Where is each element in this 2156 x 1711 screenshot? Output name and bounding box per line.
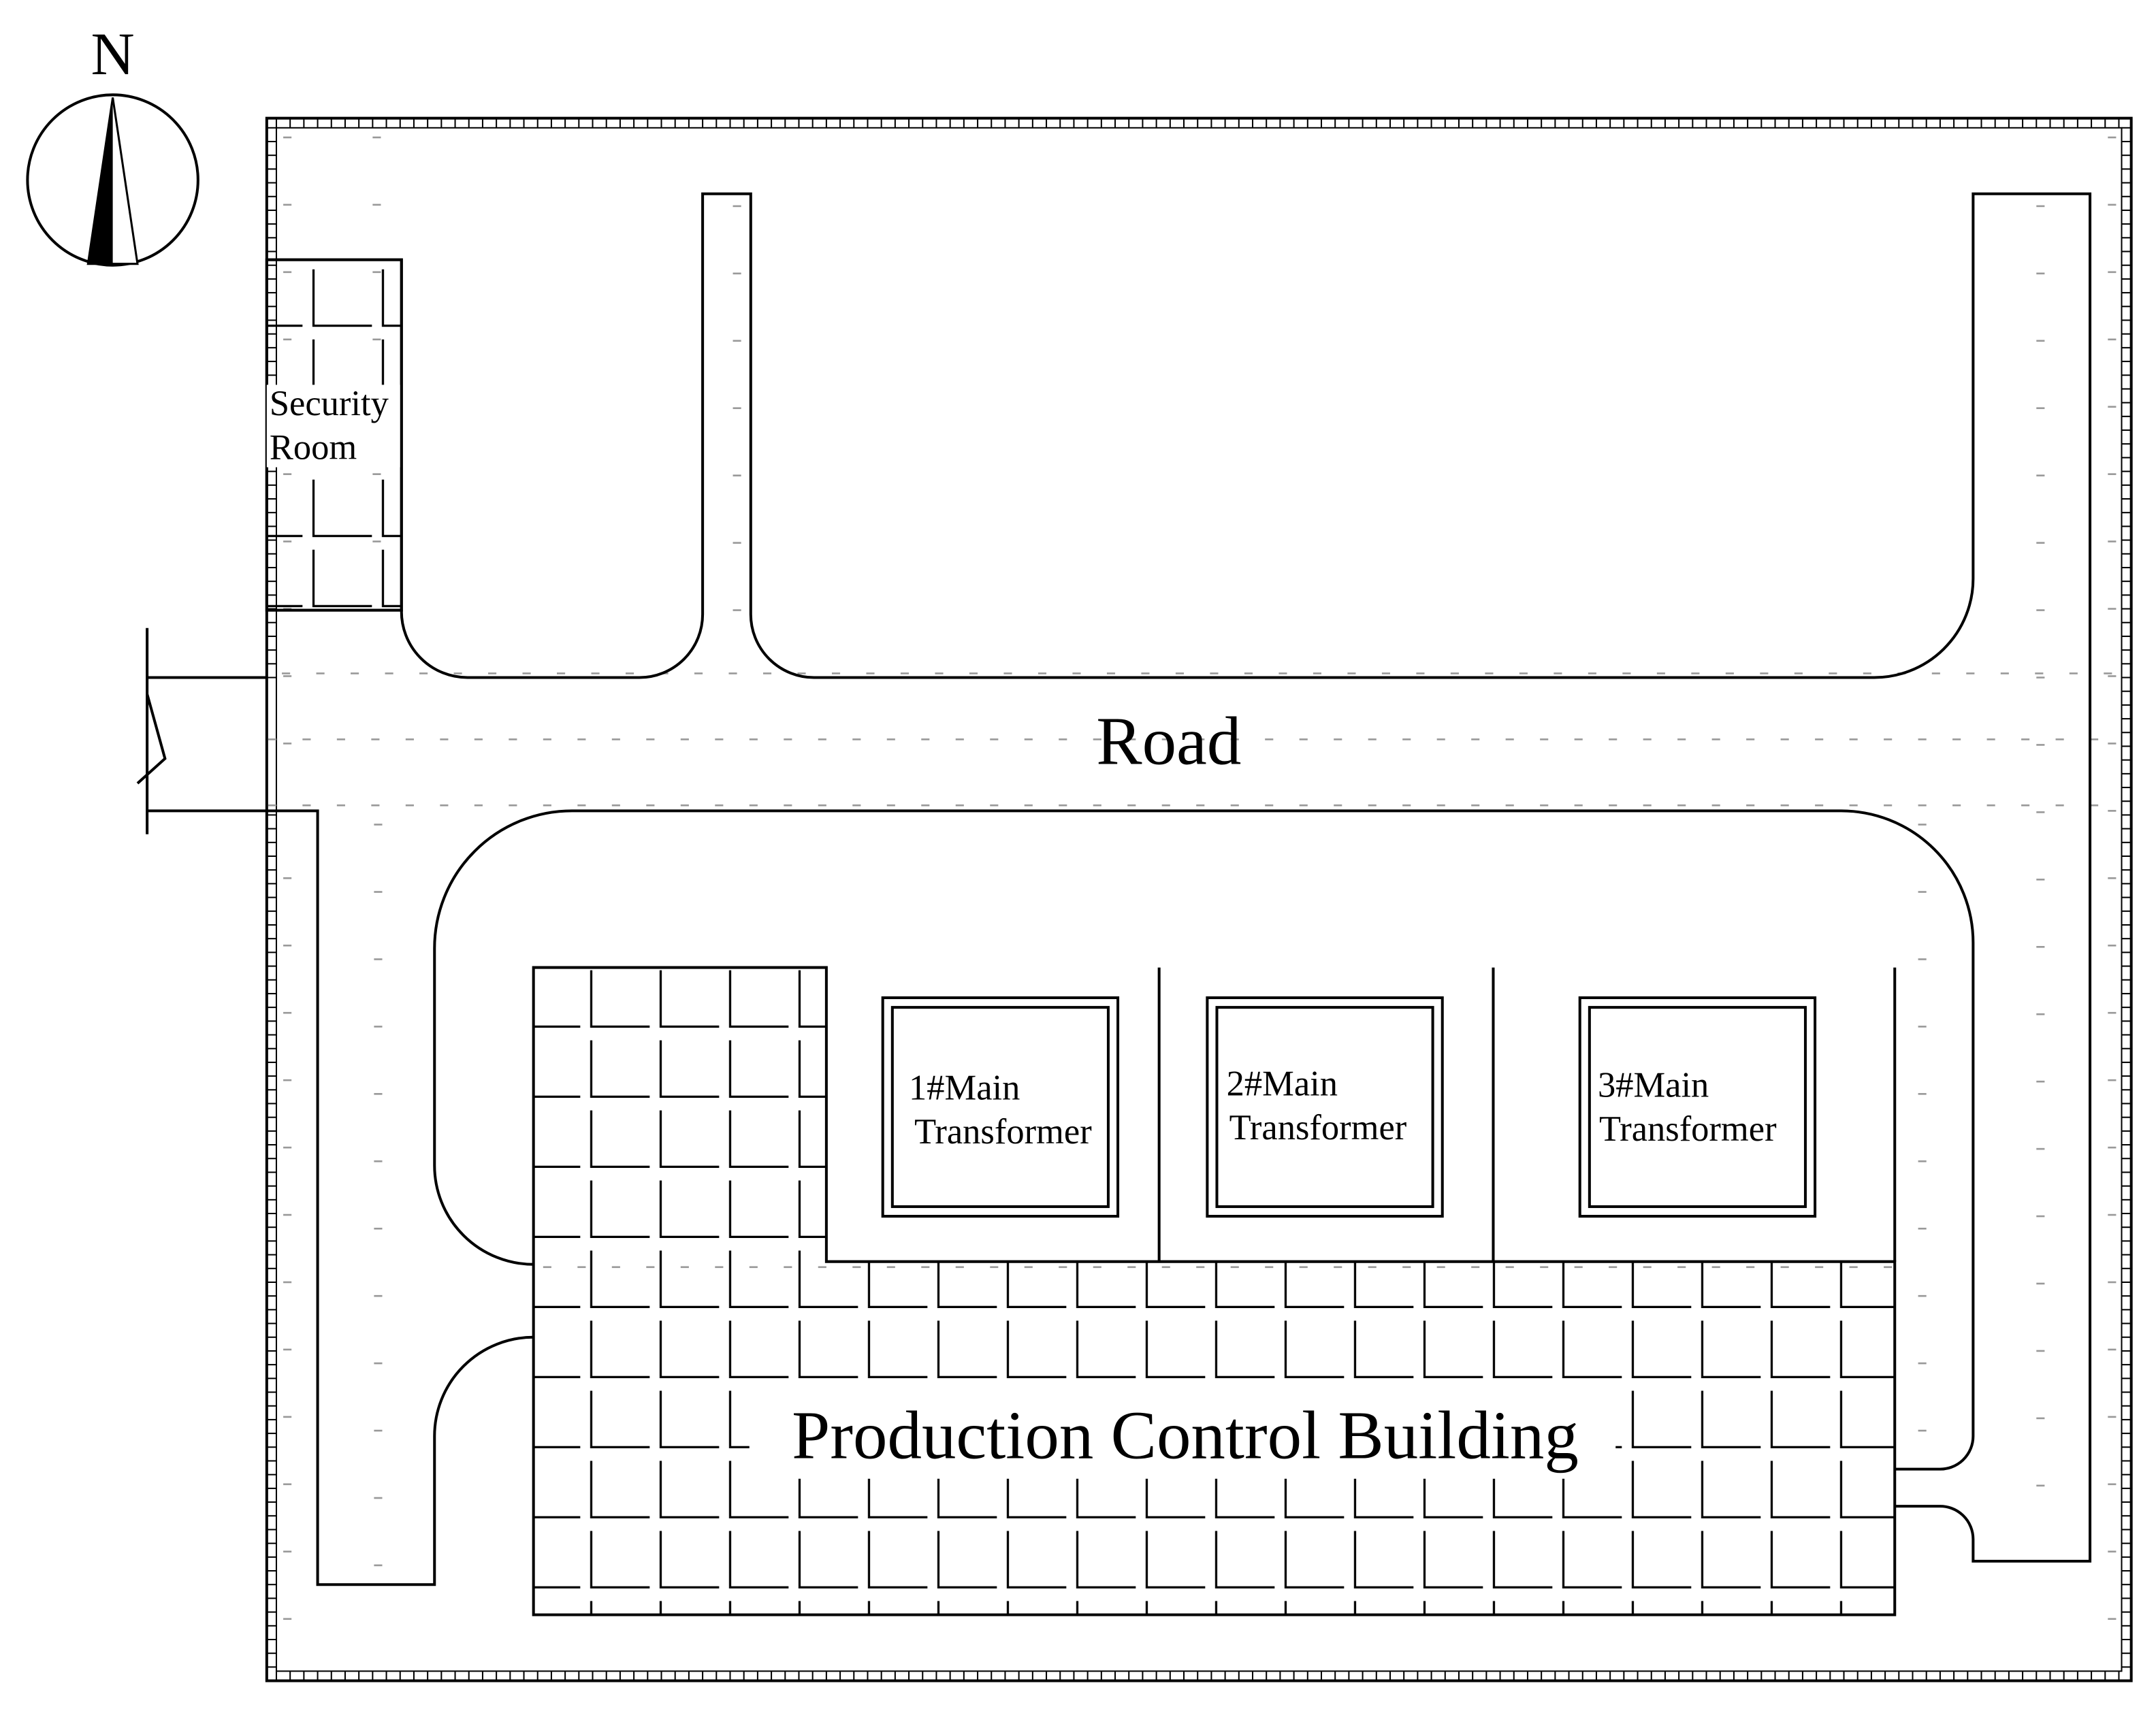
transformer-1-label-line1: 1#Main — [909, 1068, 1020, 1107]
road-label: Road — [1096, 703, 1241, 779]
road-edge-west-branch — [266, 809, 534, 1586]
production-control-building: Production Control Building — [532, 966, 1897, 1616]
security-room: Security Room — [265, 258, 403, 612]
security-room-label-line2: Room — [270, 427, 357, 467]
road-edge-north — [400, 192, 2092, 1563]
road-edge-south-inner — [433, 809, 1975, 1471]
road-edges — [136, 192, 2092, 1586]
compass-circle — [26, 93, 199, 267]
transformer-1-label-line2: Transformer — [914, 1112, 1092, 1152]
north-arrow-outline — [86, 97, 139, 265]
transformer-2: 2#Main Transformer — [1206, 996, 1444, 1218]
security-room-label-line1: Security — [270, 384, 389, 423]
transformer-3-label-line1: 3#Main — [1598, 1065, 1709, 1105]
transformer-1: 1#Main Transformer — [881, 996, 1120, 1218]
north-label: N — [91, 21, 135, 88]
transformer-2-label-line2: Transformer — [1229, 1108, 1407, 1147]
entrance-cut-line — [136, 628, 167, 834]
transformer-3: 3#Main Transformer — [1578, 996, 1817, 1218]
boundary-wall-ticks — [266, 118, 2131, 1681]
building-label: Production Control Building — [792, 1397, 1579, 1473]
transformer-yard — [1157, 967, 1897, 1262]
north-compass: N — [26, 21, 199, 267]
site-boundary-wall — [265, 116, 2133, 1682]
transformer-3-label-line2: Transformer — [1599, 1109, 1777, 1149]
transformer-2-label-line1: 2#Main — [1227, 1064, 1338, 1103]
building-label-backing — [749, 1388, 1616, 1479]
